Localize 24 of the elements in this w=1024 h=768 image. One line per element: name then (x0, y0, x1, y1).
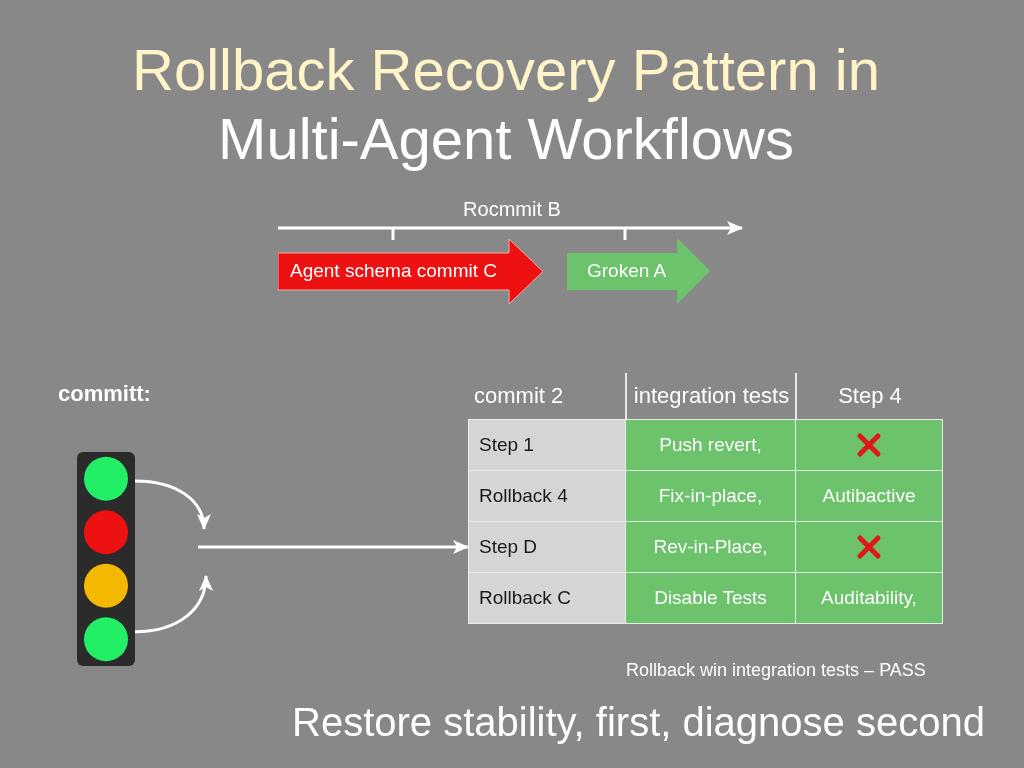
arrow-label: Agent schema commit C (290, 260, 497, 283)
timeline-label: Rocmmit B (463, 197, 561, 221)
table-cell: Step 1 (468, 419, 626, 471)
table-cell: Autibactive (795, 470, 943, 522)
title: Rollback Recovery Pattern in Multi-Agent Workflows (131, 36, 881, 173)
block-arrow (278, 239, 543, 304)
column-header: commit 2 (473, 381, 565, 410)
table-cell: Step D (468, 521, 626, 573)
arrow-label: Groken A (587, 259, 667, 283)
table-cell: Push revert, (625, 419, 796, 471)
caption: Restore stability, first, diagnose second (292, 699, 985, 745)
curved-arrow (134, 575, 212, 634)
arrow (198, 540, 469, 554)
block-arrow (567, 238, 710, 304)
table-cell: Rollback C (468, 572, 626, 624)
table-cell: Fix-in-place, (625, 470, 796, 522)
table-cell: Disable Tests (625, 572, 796, 624)
section-label: committ: (58, 381, 151, 408)
table-cell: Rollback 4 (468, 470, 626, 522)
note: Rollback win integration tests – PASS (626, 660, 926, 682)
table-cell: Auditability, (795, 572, 943, 624)
table-cell: Rev-in-Place, (625, 521, 796, 573)
curved-arrow (134, 479, 210, 530)
traffic-light (77, 452, 135, 666)
